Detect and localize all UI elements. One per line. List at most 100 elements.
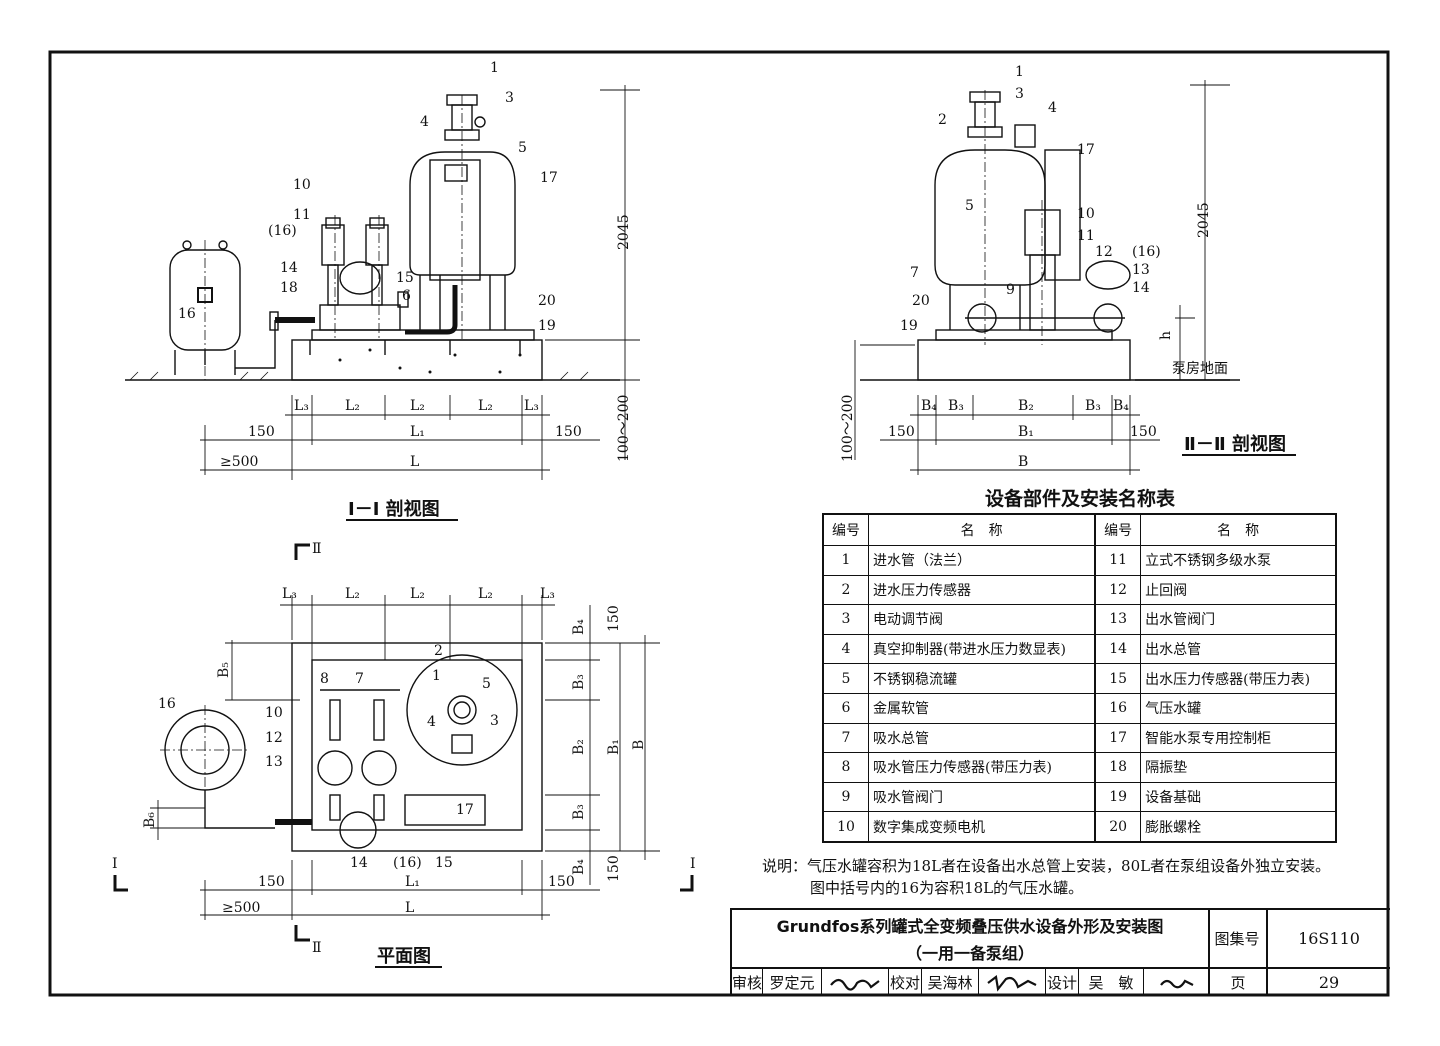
part-no: 1 [822, 545, 869, 576]
part-name: 吸水管压力传感器(带压力表) [868, 752, 1096, 783]
review-label: 审核 [732, 974, 763, 992]
part-name: 金属软管 [868, 692, 1096, 724]
part-no: 11 [1094, 545, 1142, 576]
part-no: 6 [822, 692, 869, 724]
atlas-number: 16S110 [1298, 929, 1360, 948]
part-no: 5 [822, 663, 869, 694]
atlas-label: 图集号 [1214, 930, 1260, 948]
part-name: 出水管阀门 [1140, 604, 1337, 635]
s1-callout-1: 1 [490, 60, 499, 76]
plan-dim-150c: 150 [606, 605, 622, 632]
s1-dim-min500: ≥500 [220, 454, 258, 470]
s2-dim-b1: B₁ [1018, 424, 1034, 440]
plan-dim-l2b: L₂ [410, 586, 425, 602]
page-number: 29 [1318, 973, 1340, 992]
plan-dim-l3b: L₃ [540, 586, 555, 602]
plan-dim-b: B [631, 740, 647, 750]
header-name-right: 名 称 [1140, 513, 1337, 546]
plan-dim-b5: B₅ [216, 662, 232, 678]
s1-callout-14: 14 [280, 260, 298, 276]
drawing-frame [48, 50, 1390, 997]
part-name: 出水总管 [1140, 633, 1337, 665]
part-no: 9 [822, 781, 869, 813]
s2-callout-16b: (16) [1132, 244, 1161, 260]
note-line-2: 图中括号内的16为容积18L的气压水罐。 [810, 879, 1084, 897]
s2-callout-5: 5 [965, 198, 974, 214]
part-name: 电动调节阀 [868, 604, 1096, 635]
part-no: 4 [822, 633, 869, 665]
designer-signature [1160, 979, 1194, 989]
plan-mark-top: Ⅱ [312, 541, 322, 557]
part-no: 7 [822, 722, 869, 754]
page-label: 页 [1230, 974, 1246, 992]
s1-dim-l2a: L₂ [345, 398, 360, 414]
part-name: 气压水罐 [1140, 692, 1337, 724]
part-name: 不锈钢稳流罐 [868, 663, 1096, 694]
plan-callout-16: 16 [158, 696, 176, 712]
plan-callout-4: 4 [427, 714, 436, 730]
s2-callout-14: 14 [1132, 280, 1150, 296]
s2-floor-label: 泵房地面 [1172, 361, 1228, 377]
plan-dim-l2c: L₂ [478, 586, 493, 602]
section-2-drawing [854, 80, 1240, 475]
part-name: 出水压力传感器(带压力表) [1140, 663, 1337, 694]
check-label: 校对 [889, 974, 920, 992]
s1-dim-150a: 150 [248, 424, 275, 440]
part-no: 3 [822, 604, 869, 635]
plan-callout-17: 17 [456, 802, 474, 818]
plan-callout-14: 14 [350, 855, 368, 871]
part-no: 12 [1094, 574, 1142, 606]
s2-dim-height: 2045 [1196, 202, 1212, 238]
s2-dim-150b: 150 [1130, 424, 1157, 440]
s2-callout-7: 7 [910, 265, 919, 281]
header-no-right: 编号 [1094, 513, 1142, 546]
part-name: 膨胀螺栓 [1140, 811, 1337, 843]
plan-callout-1: 1 [432, 668, 441, 684]
plan-caption: 平面图 [377, 946, 431, 967]
section-1-drawing [125, 85, 640, 480]
s1-dim-l3b: L₃ [524, 398, 539, 414]
plan-callout-16b: (16) [393, 855, 422, 871]
plan-dim-l1: L₁ [405, 874, 420, 890]
plan-callout-8: 8 [320, 671, 329, 687]
s1-callout-18: 18 [280, 280, 298, 296]
plan-callout-10: 10 [265, 705, 283, 721]
s2-dim-150a: 150 [888, 424, 915, 440]
s2-callout-9: 9 [1006, 282, 1015, 298]
s1-dim-l2b: L₂ [410, 398, 425, 414]
plan-dim-min500: ≥500 [222, 900, 260, 916]
plan-drawing [113, 543, 694, 942]
parts-table-header: 编号 名 称 编号 名 称 [822, 513, 1337, 546]
checker-signature [987, 975, 1037, 992]
part-no: 8 [822, 752, 869, 783]
s1-dim-l: L [410, 454, 419, 470]
part-no: 18 [1094, 752, 1142, 783]
s2-callout-19: 19 [900, 318, 918, 334]
s1-callout-3: 3 [505, 90, 514, 106]
s2-dim-found: 100～200 [840, 395, 856, 462]
plan-dim-150b: 150 [548, 874, 575, 890]
s1-callout-17: 17 [540, 170, 558, 186]
s1-dim-l2c: L₂ [478, 398, 493, 414]
reviewer-signature [830, 978, 880, 991]
s2-callout-17: 17 [1077, 142, 1095, 158]
plan-callout-7: 7 [355, 671, 364, 687]
part-name: 真空抑制器(带进水压力数显表) [868, 633, 1096, 665]
s2-dim-b4a: B₄ [921, 398, 937, 414]
part-name: 止回阀 [1140, 574, 1337, 606]
design-label: 设计 [1046, 974, 1077, 992]
s1-dim-l1: L₁ [410, 424, 425, 440]
plan-callout-2: 2 [434, 643, 443, 659]
s1-callout-10: 10 [293, 177, 311, 193]
part-no: 10 [822, 811, 869, 843]
s1-callout-16: 16 [178, 306, 196, 322]
